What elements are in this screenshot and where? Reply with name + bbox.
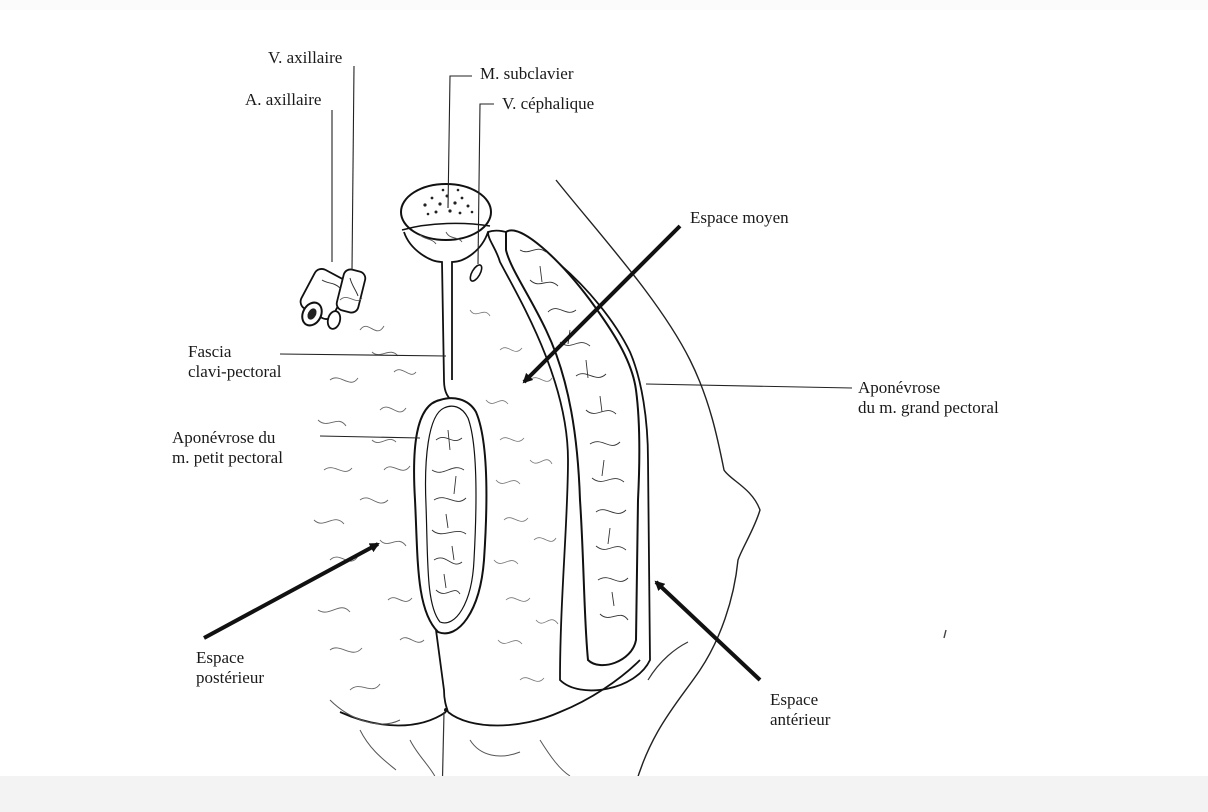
leader-apo-grand [646,384,852,388]
bottom-border [0,776,1208,812]
label-fascia-clavi-pectoral: Fascia clavi-pectoral [188,342,281,382]
label-espace-post-line1: Espace [196,648,264,668]
label-fascia-line1: Fascia [188,342,281,362]
label-apo-grand-line2: du m. grand pectoral [858,398,999,418]
label-m-subclavier: M. subclavier [480,64,573,84]
areolar-tissue [314,297,424,690]
axillary-vessels [298,266,367,330]
leader-v-axillaire [352,66,354,270]
cephalic-vein [468,263,484,283]
skin-fold [648,642,688,680]
label-espace-post-line2: postérieur [196,668,264,688]
label-aponevrose-petit-pectoral: Aponévrose du m. petit pectoral [172,428,283,468]
label-a-axillaire: A. axillaire [245,90,321,110]
junction-dot [444,708,448,712]
label-espace-posterieur: Espace postérieur [196,648,264,688]
arrow-espace-posterieur [204,544,378,638]
label-v-cephalique: V. céphalique [502,94,594,114]
pectoralis-major [488,230,650,690]
label-apo-grand-line1: Aponévrose [858,378,999,398]
label-espace-moyen: Espace moyen [690,208,789,228]
leader-apo-petit [320,436,420,438]
leader-v-cephalique [478,104,494,264]
label-apo-petit-line2: m. petit pectoral [172,448,283,468]
stray-mark [944,630,946,638]
label-fascia-line2: clavi-pectoral [188,362,281,382]
label-aponevrose-grand-pectoral: Aponévrose du m. grand pectoral [858,378,999,418]
clavipectoral-fascia [404,232,488,402]
label-v-axillaire: V. axillaire [268,48,342,68]
pectoralis-minor [414,398,486,633]
leader-fascia [280,354,446,356]
label-apo-petit-line1: Aponévrose du [172,428,283,448]
label-espace-ant-line2: antérieur [770,710,830,730]
arrow-espace-anterieur [656,582,760,680]
label-espace-ant-line1: Espace [770,690,830,710]
label-espace-anterieur: Espace antérieur [770,690,830,730]
subclavius-muscle [401,184,491,244]
